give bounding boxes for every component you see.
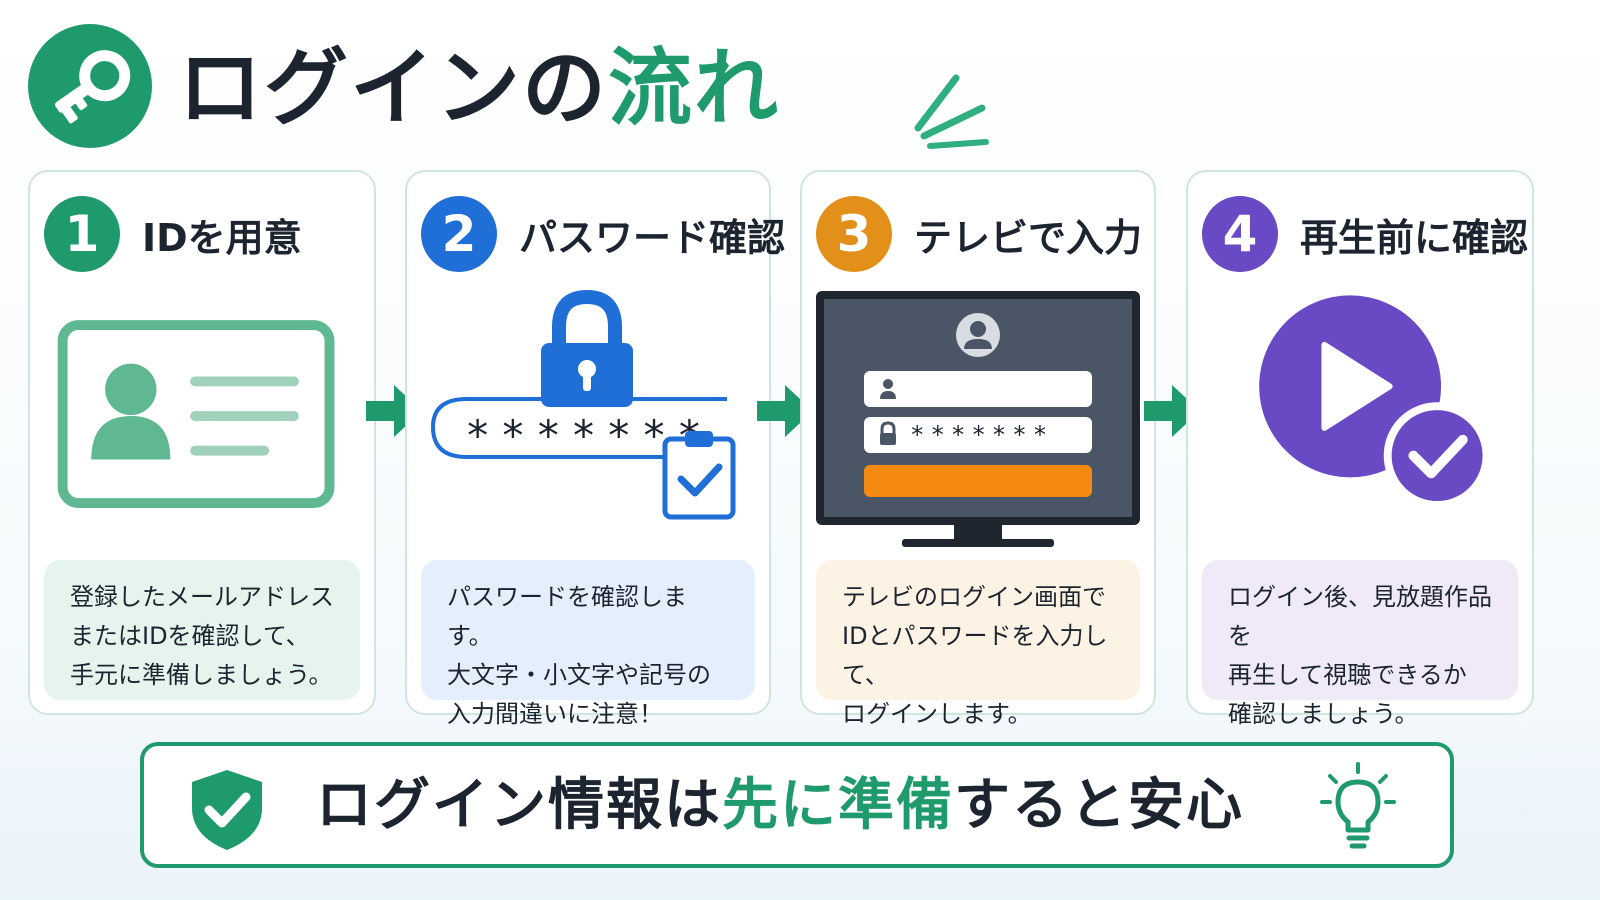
step-label: 再生前に確認 xyxy=(1300,215,1529,260)
step-header: 3 テレビで入力 xyxy=(816,196,1142,272)
step-description: ログイン後、見放題作品を 再生して視聴できるか 確認しましょう。 xyxy=(1202,560,1518,728)
tv-login-icon xyxy=(816,291,1140,547)
tv-password-mask: ******* xyxy=(910,421,1054,449)
tip-banner: ログイン情報は先に準備すると安心 xyxy=(140,742,1454,868)
sparkle-icon xyxy=(914,74,989,149)
step-header: 4 再生前に確認 xyxy=(1202,196,1528,272)
banner-text-before: ログイン情報は xyxy=(316,773,722,838)
step-label: IDを用意 xyxy=(142,215,302,260)
play-check-icon xyxy=(1259,295,1491,509)
step-label: パスワード確認 xyxy=(519,215,786,260)
step-description: テレビのログイン画面で IDとパスワードを入力して、 ログインします。 xyxy=(816,560,1140,728)
banner-text-after: すると安心 xyxy=(954,773,1244,838)
step-card-4: 4 再生前に確認 ログイン後、見放題作品を 再生して視聴できるか 確認しましょう… xyxy=(1186,170,1534,728)
step-number-badge: 4 xyxy=(1202,196,1278,272)
tv-login-illustration: ******* xyxy=(802,287,1154,722)
banner-text: ログイン情報は先に準備すると安心 xyxy=(316,768,1244,844)
page-title: ログインの流れ xyxy=(178,38,780,138)
step-number-badge: 1 xyxy=(44,196,120,272)
step-card-2: 2 パスワード確認 ******* パスワードを確認します。 大文字・小文字や記… xyxy=(405,170,785,728)
step-card-1: 1 IDを用意 登録したメールアドレス またはIDを確認して、 手元に準備しまし… xyxy=(28,170,376,715)
lock-illustration: ******* xyxy=(407,287,769,722)
title-accent: 流れ xyxy=(608,39,781,137)
step-header: 2 パスワード確認 xyxy=(421,196,785,272)
shield-check-icon xyxy=(192,770,262,850)
step-description: パスワードを確認します。 大文字・小文字や記号の 入力間違いに注意！ xyxy=(421,560,755,728)
step-number-badge: 2 xyxy=(421,196,497,272)
step-header: 1 IDを用意 xyxy=(44,196,302,272)
lock-icon xyxy=(430,289,727,459)
lightbulb-icon xyxy=(1320,762,1396,849)
header: ログインの流れ xyxy=(28,24,1028,149)
step-label: テレビで入力 xyxy=(914,215,1143,260)
arrow-right-icon xyxy=(757,385,813,437)
clipboard-check-icon xyxy=(662,431,736,520)
banner-text-accent: 先に準備 xyxy=(722,773,954,838)
step-description: 登録したメールアドレス またはIDを確認して、 手元に準備しましょう。 xyxy=(44,560,360,700)
key-icon xyxy=(28,24,152,148)
id-card-icon xyxy=(57,320,335,508)
step-number-badge: 3 xyxy=(816,196,892,272)
step-card-3: 3 テレビで入力 ******* テレビのログイン画面で IDとパスワードを入力… xyxy=(800,170,1156,728)
title-main: ログインの xyxy=(178,39,609,137)
